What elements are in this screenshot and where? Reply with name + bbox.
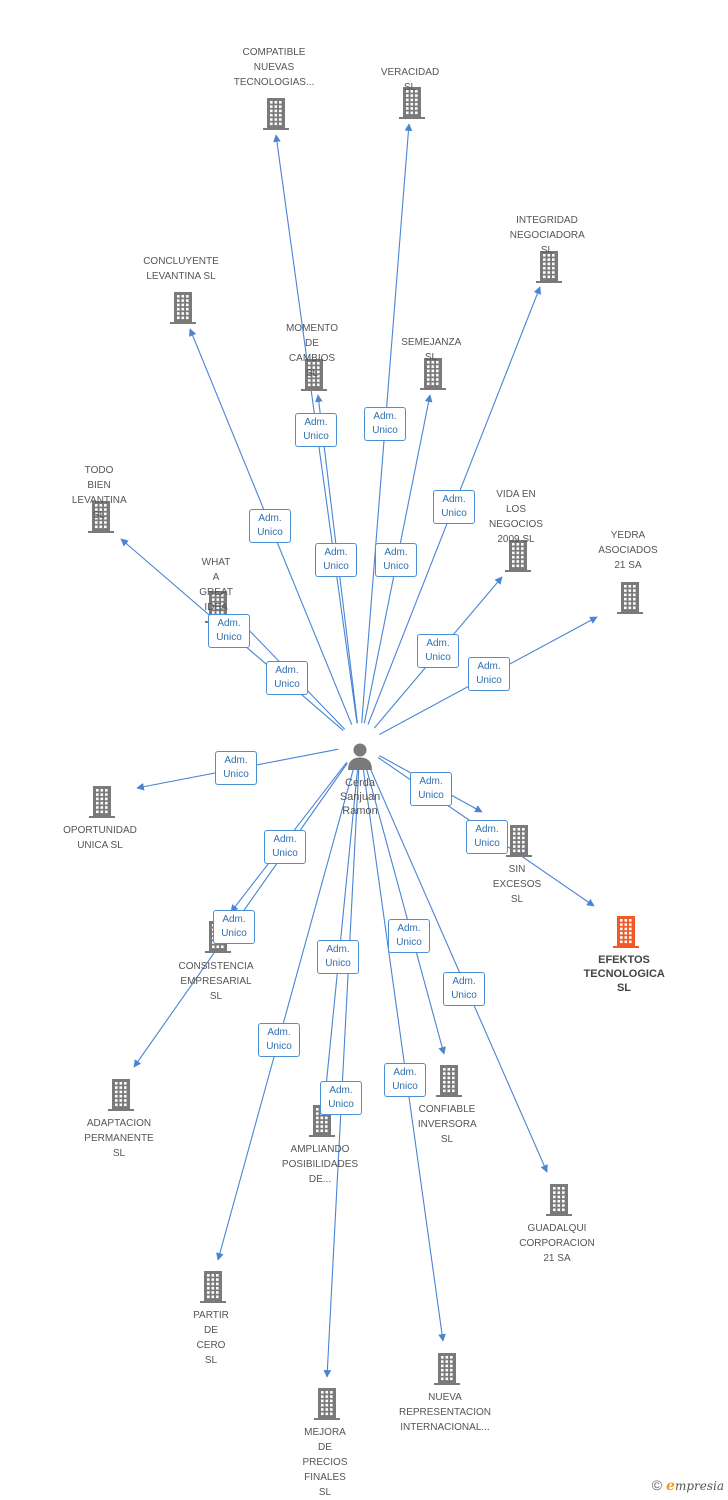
role-badge[interactable]: Adm. Unico (384, 1063, 426, 1097)
building-icon (505, 540, 531, 572)
company-label-wrap: PARTIR DE CERO SL (193, 1308, 229, 1368)
building-icon (613, 916, 639, 948)
company-label: NUEVA REPRESENTACION INTERNACIONAL... (398, 1392, 492, 1433)
building-icon (88, 501, 114, 533)
role-badge[interactable]: Adm. Unico (295, 413, 337, 447)
edge-confiable (365, 766, 446, 1055)
company-label-wrap: EFEKTOS TECNOLOGICA SL (584, 953, 665, 995)
company-label: SIN EXCESOS SL (492, 864, 542, 905)
company-label-wrap: VERACIDAD SL (381, 65, 439, 95)
company-label-wrap: COMPATIBLE NUEVAS TECNOLOGIAS... (234, 45, 315, 90)
role-badge[interactable]: Adm. Unico (264, 830, 306, 864)
role-badge[interactable]: Adm. Unico (208, 614, 250, 648)
building-icon (108, 1079, 134, 1111)
role-badge[interactable]: Adm. Unico (249, 509, 291, 543)
company-label: SEMEJANZA SL (401, 337, 462, 363)
edge-partir (216, 766, 355, 1261)
building-icon (434, 1353, 460, 1385)
role-badge[interactable]: Adm. Unico (466, 820, 508, 854)
building-icon (436, 1065, 462, 1097)
company-label-wrap: SIN EXCESOS SL (493, 862, 541, 907)
role-badge[interactable]: Adm. Unico (364, 407, 406, 441)
company-label: INTEGRIDAD NEGOCIADORA SL (509, 215, 585, 256)
role-badge[interactable]: Adm. Unico (315, 543, 357, 577)
company-label: MOMENTO DE CAMBIOS SL (285, 323, 339, 379)
company-label-wrap: ADAPTACION PERMANENTE SL (84, 1116, 153, 1161)
building-icon (200, 1271, 226, 1303)
company-label-wrap: INTEGRIDAD NEGOCIADORA SL (509, 213, 585, 258)
role-badge[interactable]: Adm. Unico (215, 751, 257, 785)
building-icon (263, 98, 289, 130)
company-label-wrap: CONCLUYENTE LEVANTINA SL (143, 254, 219, 284)
person-icon (348, 743, 372, 770)
role-badge[interactable]: Adm. Unico (468, 657, 510, 691)
role-badge[interactable]: Adm. Unico (317, 940, 359, 974)
building-icon (536, 251, 562, 283)
building-icon (314, 1388, 340, 1420)
role-badge[interactable]: Adm. Unico (443, 972, 485, 1006)
building-icon (89, 786, 115, 818)
role-badge[interactable]: Adm. Unico (258, 1023, 300, 1057)
company-label-wrap: GUADALQUI CORPORACION 21 SA (519, 1221, 595, 1266)
copyright-icon: © (651, 1477, 663, 1493)
company-label: VERACIDAD SL (380, 67, 440, 93)
company-label: MEJORA DE PRECIOS FINALES SL (302, 1427, 348, 1498)
company-label: ADAPTACION PERMANENTE SL (84, 1118, 154, 1159)
company-label: PARTIR DE CERO SL (193, 1310, 229, 1366)
company-label-wrap: OPORTUNIDAD UNICA SL (63, 823, 137, 853)
company-label-wrap: VIDA EN LOS NEGOCIOS 2009 SL (489, 487, 543, 547)
role-badge[interactable]: Adm. Unico (417, 634, 459, 668)
company-label-wrap: CONSISTENCIA EMPRESARIAL SL (178, 959, 253, 1004)
company-label-wrap: MOMENTO DE CAMBIOS SL (286, 321, 338, 381)
edge-guadalqui (368, 764, 548, 1173)
edge-nueva (362, 766, 446, 1342)
edge-mejora (323, 766, 360, 1378)
role-badge[interactable]: Adm. Unico (433, 490, 475, 524)
company-label: OPORTUNIDAD UNICA SL (63, 825, 137, 851)
company-label: CONFIABLE INVERSORA SL (417, 1104, 477, 1145)
company-label: COMPATIBLE NUEVAS TECNOLOGIAS... (233, 47, 315, 88)
company-label-wrap: TODO BIEN LEVANTINA SL (71, 463, 127, 523)
building-icon (506, 825, 532, 857)
company-label-wrap: CONFIABLE INVERSORA SL (417, 1102, 477, 1147)
company-label: CONSISTENCIA EMPRESARIAL SL (178, 961, 254, 1002)
role-badge[interactable]: Adm. Unico (320, 1081, 362, 1115)
building-icon (617, 582, 643, 614)
company-label: TODO BIEN LEVANTINA SL (71, 465, 127, 521)
company-label: CONCLUYENTE LEVANTINA SL (143, 256, 219, 282)
footer-brand: ©empresia (652, 1477, 724, 1494)
role-badge[interactable]: Adm. Unico (375, 543, 417, 577)
company-label-wrap: MEJORA DE PRECIOS FINALES SL (302, 1425, 347, 1500)
building-icon (301, 359, 327, 391)
company-label-wrap: NUEVA REPRESENTACION INTERNACIONAL... (399, 1390, 491, 1435)
role-badge[interactable]: Adm. Unico (410, 772, 452, 806)
role-badge[interactable]: Adm. Unico (213, 910, 255, 944)
person-name: Cerda Sanjuan Ramon (339, 777, 381, 817)
company-label: YEDRA ASOCIADOS 21 SA (598, 530, 658, 571)
building-icon (399, 87, 425, 119)
brand-logo[interactable]: empresia (666, 1478, 724, 1494)
company-label: AMPLIANDO POSIBILIDADES DE... (281, 1144, 359, 1185)
company-label: VIDA EN LOS NEGOCIOS 2009 SL (489, 489, 543, 545)
role-badge[interactable]: Adm. Unico (388, 919, 430, 953)
role-badge[interactable]: Adm. Unico (266, 661, 308, 695)
building-icon (170, 292, 196, 324)
building-icon (546, 1184, 572, 1216)
edge-ampliando (321, 766, 359, 1098)
company-label: EFEKTOS TECNOLOGICA SL (583, 954, 665, 994)
company-label-wrap: SEMEJANZA SL (401, 335, 462, 365)
building-icon (420, 358, 446, 390)
company-label-wrap: AMPLIANDO POSIBILIDADES DE... (282, 1142, 358, 1187)
company-label: GUADALQUI CORPORACION 21 SA (519, 1223, 595, 1264)
company-label-wrap: YEDRA ASOCIADOS 21 SA (598, 528, 657, 573)
